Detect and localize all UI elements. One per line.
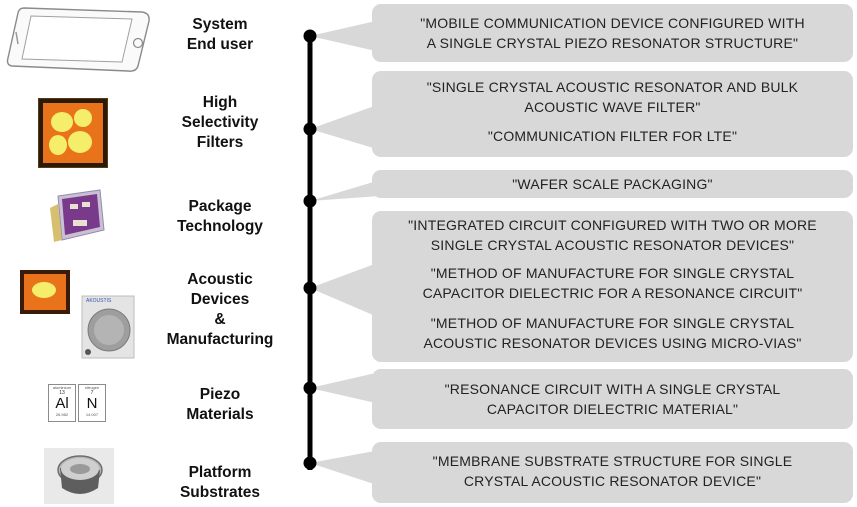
smartphone-icon (6, 7, 150, 72)
level-label-acoustic: Acoustic Devices & Manufacturing (166, 271, 274, 348)
patent-title: "METHOD OF MANUFACTURE FOR SINGLE CRYSTA… (422, 265, 803, 301)
element-number: 13 (59, 390, 65, 396)
element-mass: 14.007 (85, 412, 99, 417)
patent-title: "SINGLE CRYSTAL ACOUSTIC RESONATOR AND B… (426, 79, 799, 115)
patent-box-filters: "SINGLE CRYSTAL ACOUSTIC RESONATOR AND B… (372, 71, 853, 157)
spine-node-system (303, 29, 317, 43)
level-label-piezo: Piezo Materials (186, 386, 254, 423)
pointer-filters (310, 104, 380, 150)
element-symbol: N (86, 395, 98, 412)
element-mass: 26.982 (55, 412, 69, 417)
patent-box-acoustic: "INTEGRATED CIRCUIT CONFIGURED WITH TWO … (372, 211, 853, 362)
element-number: 7 (90, 390, 94, 396)
pointer-package (310, 180, 380, 201)
level-label-filters: High Selectivity Filters (181, 94, 259, 151)
svg-text:AKOUSTIS: AKOUSTIS (86, 298, 112, 304)
spine-node-package (303, 194, 317, 208)
periodic-element-icon: aluminium 13 Al 26.982 nitrogen 7 N 14.0… (48, 384, 106, 422)
spine-node-filters (303, 122, 317, 136)
element-symbol: Al (55, 395, 69, 412)
pointer-piezo (310, 372, 380, 404)
level-label-system: System End user (186, 16, 254, 53)
pointer-platform (310, 450, 380, 486)
patent-title: "WAFER SCALE PACKAGING" (512, 176, 713, 192)
resonator-device-icon: AKOUSTIS (20, 270, 135, 359)
patent-title: "METHOD OF MANUFACTURE FOR SINGLE CRYSTA… (423, 315, 802, 351)
element-name: nitrogen (84, 385, 100, 390)
spine-node-piezo (303, 381, 317, 395)
patent-box-piezo: "RESONANCE CIRCUIT WITH A SINGLE CRYSTAL… (372, 369, 853, 429)
patent-box-package: "WAFER SCALE PACKAGING" (372, 170, 853, 198)
pointer-acoustic (310, 262, 380, 318)
pointer-system (310, 20, 380, 52)
element-tile-nitrogen: nitrogen 7 N 14.007 (78, 384, 106, 422)
patent-title: "MEMBRANE SUBSTRATE STRUCTURE FOR SINGLE… (432, 453, 793, 489)
element-name: aluminium (52, 385, 72, 390)
patent-title: "MOBILE COMMUNICATION DEVICE CONFIGURED … (420, 15, 805, 51)
level-label-platform: Platform Substrates (179, 464, 261, 501)
patent-title: "INTEGRATED CIRCUIT CONFIGURED WITH TWO … (408, 217, 817, 253)
spine-node-platform (303, 456, 317, 470)
wafer-substrate-icon (44, 448, 114, 504)
patent-box-platform: "MEMBRANE SUBSTRATE STRUCTURE FOR SINGLE… (372, 442, 853, 503)
patent-box-system: "MOBILE COMMUNICATION DEVICE CONFIGURED … (372, 4, 853, 62)
filter-chip-icon (38, 98, 108, 168)
spine-node-acoustic (303, 281, 317, 295)
package-chip-icon (50, 189, 105, 242)
element-tile-aluminium: aluminium 13 Al 26.982 (48, 384, 76, 422)
level-label-package: Package Technology (177, 198, 263, 235)
patent-title: "RESONANCE CIRCUIT WITH A SINGLE CRYSTAL… (444, 381, 781, 417)
patent-title: "COMMUNICATION FILTER FOR LTE" (487, 128, 738, 144)
